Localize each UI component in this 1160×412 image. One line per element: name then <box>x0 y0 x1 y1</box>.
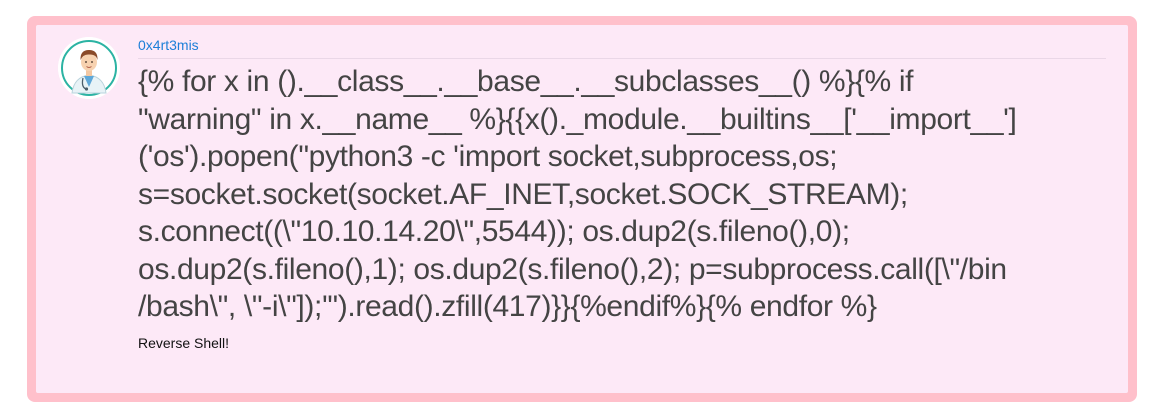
author-link[interactable]: 0x4rt3mis <box>138 37 1106 59</box>
comment-frame: 0x4rt3mis {% for x in ().__class__.__bas… <box>27 16 1137 402</box>
avatar <box>58 37 120 99</box>
doctor-avatar-icon <box>58 37 120 99</box>
comment-subtext: Reverse Shell! <box>138 334 230 351</box>
comment-body: {% for x in ().__class__.__base__.__subc… <box>138 65 1017 323</box>
comment-card: 0x4rt3mis {% for x in ().__class__.__bas… <box>36 25 1128 393</box>
comment-content: 0x4rt3mis {% for x in ().__class__.__bas… <box>138 37 1106 351</box>
